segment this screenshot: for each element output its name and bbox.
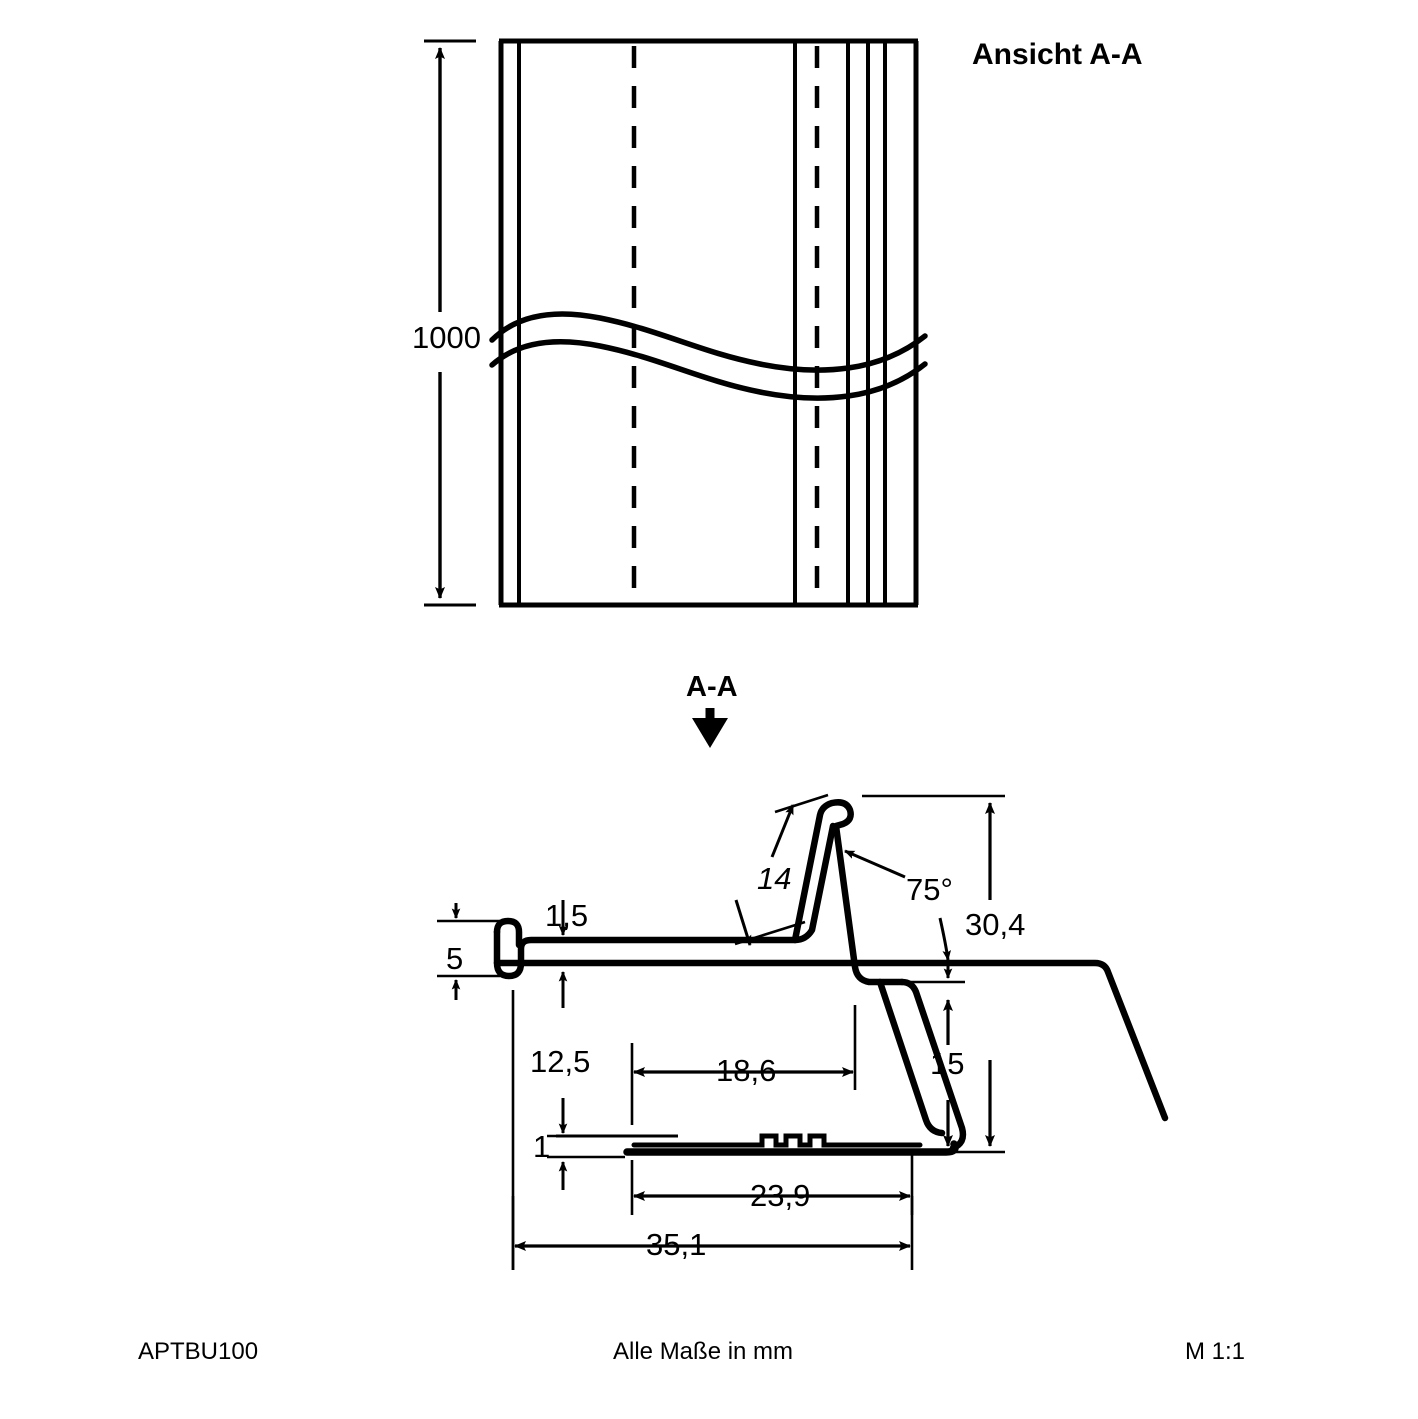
dim-label-75-degrees: 75° xyxy=(906,872,953,907)
dim-label-1: 1 xyxy=(533,1129,551,1164)
dim-label-35-1: 35,1 xyxy=(646,1227,707,1262)
dim-5 xyxy=(437,903,500,1000)
elevation-break-line xyxy=(489,311,928,401)
dim-label-14: 14 xyxy=(757,861,792,896)
section-label-aa: A-A xyxy=(686,671,738,703)
elevation-view xyxy=(424,38,928,608)
dim-label-23-9: 23,9 xyxy=(750,1178,811,1213)
profile-upper-outline xyxy=(493,799,906,986)
profile-inner-web xyxy=(876,978,946,1137)
dim-label-12-5: 12,5 xyxy=(530,1044,591,1079)
section-direction-arrow xyxy=(692,708,728,748)
elevation-hidden-lines xyxy=(631,46,820,600)
dim-15 xyxy=(905,966,965,1147)
dim-75-leader xyxy=(844,849,906,879)
dim-12-5 xyxy=(511,971,568,1270)
dim-14 xyxy=(734,793,829,946)
dim-label-18-6: 18,6 xyxy=(716,1053,777,1088)
dim-label-30-4: 30,4 xyxy=(965,907,1026,942)
profile-upstand-inner xyxy=(791,822,837,944)
dim-18-6 xyxy=(630,1005,857,1125)
elevation-edge-lines xyxy=(517,41,887,605)
profile-cavity-top xyxy=(493,959,1169,1122)
footer-part-number: APTBU100 xyxy=(138,1338,259,1365)
profile-base-serrations xyxy=(631,1133,923,1148)
dim-label-1-5: 1,5 xyxy=(545,898,589,933)
cross-section-profile xyxy=(493,799,1169,1156)
elevation-title: Ansicht A-A xyxy=(972,38,1143,71)
profile-left-lip xyxy=(493,917,523,949)
dim-35-1 xyxy=(511,1196,914,1270)
footer-units-note: Alle Maße in mm xyxy=(613,1338,794,1365)
elevation-outline xyxy=(498,38,919,608)
section-dimensions xyxy=(437,793,1005,1270)
dim-length-1000 xyxy=(424,39,476,607)
dim-label-5: 5 xyxy=(446,941,464,976)
dim-1 xyxy=(547,1134,625,1190)
dim-label-1000: 1000 xyxy=(412,320,481,355)
dim-75-angle-leader xyxy=(938,917,952,961)
footer-scale: M 1:1 xyxy=(1185,1338,1246,1365)
dim-30-4 xyxy=(862,794,1005,1154)
dim-label-15: 15 xyxy=(930,1046,965,1081)
